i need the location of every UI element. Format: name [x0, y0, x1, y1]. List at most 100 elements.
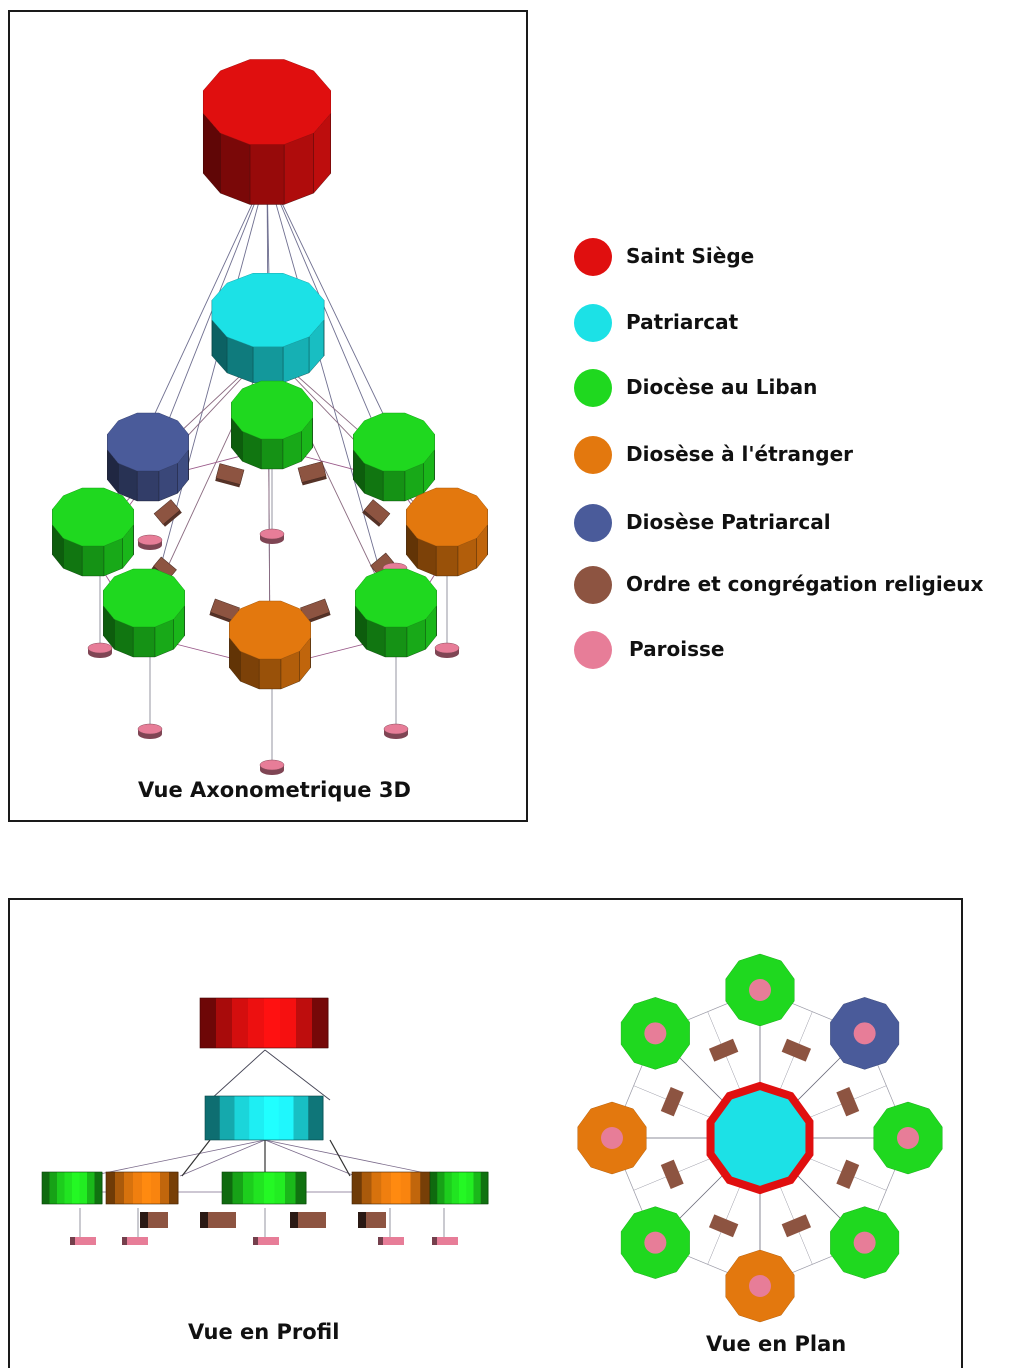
legend-swatch [574, 304, 612, 342]
band-slice [285, 1172, 296, 1204]
axonometric-view-panel: Vue Axonometrique 3D [8, 10, 528, 822]
legend-label: Diosèse à l'étranger [626, 442, 854, 466]
block-face [290, 1212, 326, 1228]
band-slice [234, 1096, 250, 1140]
paroisse-disc [383, 723, 409, 739]
patriarcat-node [211, 273, 325, 383]
paroisse-disc [137, 534, 163, 550]
legend-swatch [574, 631, 612, 669]
prism-side [81, 545, 105, 577]
band-outline [204, 1095, 324, 1141]
prism-top [406, 487, 488, 547]
connector-line [181, 1139, 211, 1177]
disc-face [378, 1237, 404, 1245]
diocese-liban-top [231, 380, 313, 470]
paroisse-disc [87, 642, 113, 658]
block-shadow [200, 1212, 208, 1228]
diocese-etranger-right [406, 487, 488, 577]
paroisse-plan [897, 1127, 919, 1149]
disc-top [259, 528, 285, 540]
diocese-liban-upper-right [353, 412, 435, 502]
disc-top [434, 642, 460, 654]
band-slice [410, 1172, 421, 1204]
legend-swatch [574, 369, 612, 407]
paroisse-plan [749, 979, 771, 1001]
band-slice [473, 1172, 482, 1204]
diocese-liban-plan-top [725, 953, 795, 1027]
band-slice [200, 998, 217, 1048]
order-congregation-plan [708, 1038, 739, 1062]
order-congregation-plan [660, 1086, 684, 1117]
band-slice [124, 1172, 134, 1204]
connector-line [89, 1139, 266, 1177]
band-slice [142, 1172, 152, 1204]
band-slice [280, 998, 297, 1048]
band-outline [41, 1171, 103, 1205]
band-slice [293, 1096, 309, 1140]
connector-line [179, 1139, 266, 1177]
connector-line [264, 1049, 331, 1101]
diocese-etranger-profile-right [351, 1171, 431, 1205]
band-slice [451, 1172, 460, 1204]
diocese-liban-profile-right [429, 1171, 489, 1205]
order-congregation-plan [660, 1159, 684, 1190]
legend-item-diocese-patriarcal: Diosèse Patriarcal [574, 504, 1011, 544]
prism-top [211, 273, 325, 347]
diocese-liban-profile-center [221, 1171, 307, 1205]
order-congregation-block [215, 463, 245, 488]
disc-shadow [378, 1237, 383, 1245]
legend-item-ordre-congregation: Ordre et congrégation religieux [574, 566, 1011, 606]
order-congregation-block [153, 499, 182, 527]
disc-top [259, 759, 285, 771]
band-slice [264, 1096, 280, 1140]
legend-label: Paroisse [629, 637, 725, 661]
band-slice [243, 1172, 254, 1204]
profile-diagram [41, 953, 943, 1323]
block-face [660, 1086, 684, 1117]
order-congregation-profile [140, 1212, 168, 1228]
prism-top [353, 412, 435, 472]
band-slice [115, 1172, 125, 1204]
prism-side [384, 626, 408, 658]
order-congregation-block [362, 499, 391, 527]
connector-line [264, 1139, 441, 1177]
band-slice [430, 1172, 438, 1204]
profile-plan-panel: Vue en Profil Vue en Plan [8, 898, 963, 1368]
band-slice [264, 1172, 275, 1204]
block-face [781, 1038, 812, 1062]
block-face [836, 1086, 860, 1117]
prism-top [231, 380, 313, 440]
band-outline [199, 997, 329, 1049]
block-shadow [290, 1212, 298, 1228]
disc-face [432, 1237, 458, 1245]
disc-shadow [253, 1237, 258, 1245]
band-slice [72, 1172, 80, 1204]
band-slice [253, 1172, 265, 1204]
legend-swatch [574, 566, 612, 604]
band-slice [361, 1172, 372, 1204]
block-face [836, 1159, 860, 1190]
connector-line [143, 171, 268, 629]
band-slice [480, 1172, 489, 1204]
band-outline [221, 1171, 307, 1205]
block-face [708, 1214, 739, 1238]
band-slice [57, 1172, 65, 1204]
plan-caption: Vue en Plan [706, 1332, 847, 1356]
order-congregation-block [209, 598, 240, 624]
band-slice [264, 998, 281, 1048]
prism-top [52, 487, 134, 547]
band-slice [371, 1172, 382, 1204]
saint-siege-profile [199, 997, 329, 1049]
band-slice [232, 998, 249, 1048]
profile-caption: Vue en Profil [188, 1320, 340, 1344]
legend-label: Diosèse Patriarcal [626, 510, 831, 534]
prism-top [202, 59, 332, 145]
axonometric-caption: Vue Axonometrique 3D [138, 778, 411, 802]
block-shadow [358, 1212, 366, 1228]
disc-face [253, 1237, 279, 1245]
block-face [200, 1212, 236, 1228]
legend-item-diocese-liban: Diocèse au Liban [574, 369, 1011, 409]
paroisse-profile [378, 1237, 404, 1245]
order-congregation-plan [836, 1086, 860, 1117]
diocese-etranger-profile-left [105, 1171, 179, 1205]
